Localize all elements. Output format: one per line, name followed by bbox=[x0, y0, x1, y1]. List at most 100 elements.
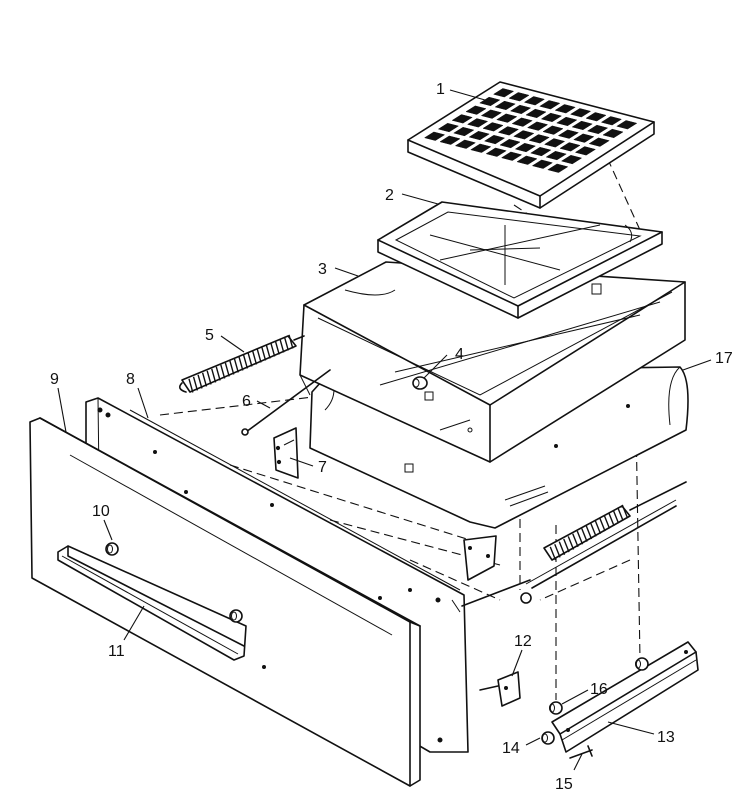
spring-coil bbox=[612, 509, 620, 524]
callout-2: 2 bbox=[385, 187, 394, 204]
grid-slot bbox=[465, 105, 487, 115]
callout-labels: 1 2 3 4 5 6 7 8 9 10 11 12 13 14 15 16 1… bbox=[50, 81, 733, 793]
grid-slot bbox=[545, 150, 567, 161]
grid-slot bbox=[547, 163, 569, 173]
grid-slot bbox=[497, 126, 520, 136]
spring-coil bbox=[265, 344, 271, 359]
grid-slot bbox=[616, 120, 638, 130]
part-15-screw bbox=[569, 745, 593, 759]
spring-coil bbox=[256, 348, 262, 363]
grid-slot bbox=[437, 122, 460, 133]
callout-8: 8 bbox=[126, 371, 135, 388]
callout-4: 4 bbox=[455, 346, 464, 363]
part-4-knob bbox=[412, 376, 428, 390]
spring-coil bbox=[206, 370, 212, 385]
part-5-spring bbox=[178, 334, 305, 393]
spring-coil bbox=[590, 523, 597, 537]
grid-slot bbox=[602, 128, 624, 139]
right-spring-rod bbox=[461, 481, 687, 607]
callout-16: 16 bbox=[590, 681, 608, 698]
spring-coil bbox=[621, 504, 629, 519]
grid-slot bbox=[574, 146, 597, 156]
grid-slot bbox=[509, 104, 532, 115]
grid-slot bbox=[508, 92, 530, 102]
grid-slot bbox=[586, 124, 609, 135]
spring-coil bbox=[558, 541, 566, 556]
callout-14: 14 bbox=[502, 740, 520, 757]
grid-slot bbox=[483, 134, 506, 145]
grid-slot bbox=[560, 154, 583, 165]
callout-7: 7 bbox=[318, 459, 327, 476]
grid-slot bbox=[514, 142, 537, 153]
grid-slot bbox=[588, 137, 610, 147]
callout-6: 6 bbox=[242, 393, 251, 410]
grid-slot bbox=[511, 117, 533, 127]
grid-slot bbox=[466, 118, 489, 128]
spring-coil bbox=[599, 517, 606, 532]
grid-slot bbox=[468, 130, 490, 141]
grid-slot bbox=[531, 159, 554, 169]
part-1-broiler-grid bbox=[407, 81, 655, 209]
grid-slot bbox=[554, 104, 576, 114]
grid-slot bbox=[479, 96, 501, 107]
grid-slot bbox=[530, 146, 552, 157]
grid-slot bbox=[454, 139, 477, 149]
callout-12: 12 bbox=[514, 633, 532, 650]
grid-slot bbox=[528, 134, 550, 144]
spring-coil bbox=[247, 352, 253, 367]
callout-11: 11 bbox=[108, 643, 125, 660]
spring-coil bbox=[261, 346, 267, 361]
spring-coil bbox=[585, 525, 593, 540]
grid-slot bbox=[573, 133, 595, 143]
spring-coil bbox=[233, 358, 239, 373]
callout-17: 17 bbox=[715, 350, 733, 367]
right-bracket bbox=[463, 535, 497, 581]
grid-slot bbox=[600, 116, 623, 126]
grid-slot bbox=[500, 151, 523, 161]
grid-slot bbox=[485, 147, 507, 157]
grid-slot bbox=[513, 130, 535, 140]
part-6-rod bbox=[241, 369, 331, 436]
spring-coil bbox=[617, 507, 624, 521]
grid-slot bbox=[569, 108, 592, 118]
grid-slot bbox=[523, 96, 546, 106]
spring-coil bbox=[554, 544, 561, 558]
spring-coil bbox=[224, 362, 230, 377]
spring-coil bbox=[288, 334, 294, 349]
grid-slot bbox=[492, 88, 515, 98]
spring-coil bbox=[215, 366, 221, 381]
grid-slot bbox=[516, 155, 538, 165]
callout-1: 1 bbox=[436, 81, 445, 98]
spring-coil bbox=[270, 342, 276, 357]
spring-coil bbox=[549, 546, 557, 561]
grid-slot bbox=[525, 108, 547, 119]
spring-coil bbox=[197, 374, 203, 389]
spring-coil bbox=[567, 536, 575, 550]
callout-9: 9 bbox=[50, 371, 59, 388]
spring-coil bbox=[220, 364, 226, 379]
grid-slot bbox=[494, 100, 516, 111]
spring-coil bbox=[192, 376, 199, 391]
spring-coil bbox=[211, 368, 217, 383]
grid-slot bbox=[571, 120, 593, 131]
grid-slot bbox=[557, 129, 580, 139]
grid-slot bbox=[453, 126, 475, 137]
leader-lines bbox=[57, 89, 712, 771]
grid-slot bbox=[480, 109, 503, 119]
spring-coil bbox=[238, 356, 244, 371]
spring-coil bbox=[563, 538, 570, 553]
grid-slot bbox=[526, 121, 549, 131]
grid-slot bbox=[539, 100, 561, 110]
callout-15: 15 bbox=[555, 776, 573, 793]
spring-coil bbox=[251, 350, 258, 365]
grid-slot bbox=[423, 131, 446, 141]
spring-coil bbox=[608, 512, 615, 527]
spring-coil bbox=[279, 338, 285, 353]
spring-coil bbox=[572, 533, 579, 548]
part-2-pan-insert bbox=[377, 201, 663, 319]
grid-slot bbox=[542, 125, 564, 135]
grid-slot bbox=[439, 135, 461, 145]
spring-coil bbox=[576, 530, 584, 545]
grid-slot bbox=[556, 116, 578, 127]
